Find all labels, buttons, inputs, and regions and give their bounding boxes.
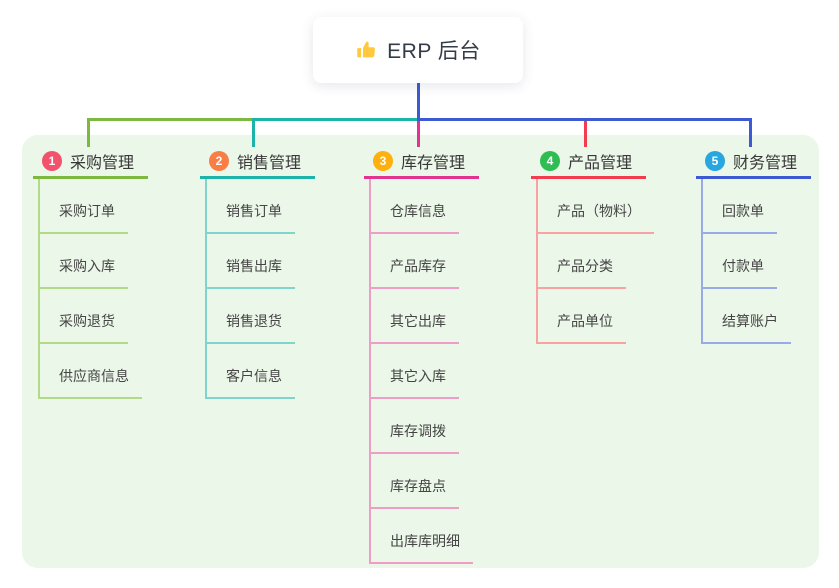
branch-number-badge: 4: [540, 150, 560, 171]
branch-children: 销售订单 销售出库 销售退货 客户信息: [205, 179, 370, 399]
child-label: 采购入库: [40, 256, 128, 289]
branch-number-badge: 1: [42, 150, 62, 171]
branch-label: 财务管理: [733, 154, 798, 172]
connector-drop-branch-3: [417, 118, 420, 147]
branch-label: 采购管理: [70, 154, 135, 172]
branch-children: 仓库信息 产品库存 其它出库 其它入库 库存调拨: [369, 179, 534, 564]
child-node[interactable]: 采购订单: [40, 179, 203, 234]
branch-finance: 5 财务管理 回款单 付款单 结算账户: [696, 148, 839, 344]
child-node[interactable]: 产品单位: [538, 289, 701, 344]
branch-underline: [200, 176, 315, 179]
connector-drop-branch-4: [584, 118, 587, 147]
connector-drop-branch-5: [749, 118, 752, 147]
child-label: 客户信息: [207, 366, 295, 399]
child-node[interactable]: 结算账户: [703, 289, 839, 344]
branch-node[interactable]: 3 库存管理: [364, 148, 534, 173]
branch-node[interactable]: 4 产品管理: [531, 148, 701, 173]
child-label: 采购订单: [40, 201, 128, 234]
child-node[interactable]: 仓库信息: [371, 179, 534, 234]
child-label: 销售出库: [207, 256, 295, 289]
child-node[interactable]: 销售出库: [207, 234, 370, 289]
branch-label: 销售管理: [237, 154, 302, 172]
child-node[interactable]: 付款单: [703, 234, 839, 289]
connector-bar-teal: [252, 118, 419, 121]
child-label: 产品单位: [538, 311, 626, 344]
thumbs-up-icon: [355, 39, 377, 61]
connector-drop-branch-2: [252, 118, 255, 147]
child-label: 库存调拨: [371, 421, 459, 454]
branch-number-badge: 2: [209, 150, 229, 171]
child-node[interactable]: 库存盘点: [371, 454, 534, 509]
child-node[interactable]: 产品（物料）: [538, 179, 701, 234]
child-label: 结算账户: [703, 311, 791, 344]
child-node[interactable]: 供应商信息: [40, 344, 203, 399]
branch-product: 4 产品管理 产品（物料） 产品分类 产品单位: [531, 148, 701, 344]
root-title: ERP 后台: [387, 40, 481, 63]
child-label: 采购退货: [40, 311, 128, 344]
branch-purchase: 1 采购管理 采购订单 采购入库 采购退货 供应商信息: [33, 148, 203, 399]
branch-underline: [531, 176, 646, 179]
child-node[interactable]: 库存调拨: [371, 399, 534, 454]
branch-underline: [33, 176, 148, 179]
child-node[interactable]: 其它出库: [371, 289, 534, 344]
child-label: 付款单: [703, 256, 777, 289]
child-node[interactable]: 其它入库: [371, 344, 534, 399]
branch-sales: 2 销售管理 销售订单 销售出库 销售退货 客户信息: [200, 148, 370, 399]
connector-bar-green: [87, 118, 254, 121]
child-label: 产品库存: [371, 256, 459, 289]
branch-children: 回款单 付款单 结算账户: [701, 179, 839, 344]
child-node[interactable]: 回款单: [703, 179, 839, 234]
branch-node[interactable]: 1 采购管理: [33, 148, 203, 173]
connector-bar-blue: [417, 118, 752, 121]
child-label: 供应商信息: [40, 366, 142, 399]
child-node[interactable]: 采购退货: [40, 289, 203, 344]
child-label: 出库库明细: [371, 531, 473, 564]
child-label: 其它入库: [371, 366, 459, 399]
branch-underline: [364, 176, 479, 179]
child-node[interactable]: 销售订单: [207, 179, 370, 234]
child-label: 销售订单: [207, 201, 295, 234]
branch-node[interactable]: 5 财务管理: [696, 148, 839, 173]
child-label: 产品分类: [538, 256, 626, 289]
child-node[interactable]: 客户信息: [207, 344, 370, 399]
child-node[interactable]: 产品分类: [538, 234, 701, 289]
root-node[interactable]: ERP 后台: [313, 17, 523, 83]
branch-children: 采购订单 采购入库 采购退货 供应商信息: [38, 179, 203, 399]
branch-node[interactable]: 2 销售管理: [200, 148, 370, 173]
branches-panel: [22, 135, 819, 568]
child-label: 其它出库: [371, 311, 459, 344]
branch-inventory: 3 库存管理 仓库信息 产品库存 其它出库 其它入库: [364, 148, 534, 564]
connector-root-stem: [417, 83, 420, 121]
branch-number-badge: 5: [705, 150, 725, 171]
child-label: 回款单: [703, 201, 777, 234]
child-label: 产品（物料）: [538, 201, 654, 234]
child-node[interactable]: 出库库明细: [371, 509, 534, 564]
child-label: 库存盘点: [371, 476, 459, 509]
branch-children: 产品（物料） 产品分类 产品单位: [536, 179, 701, 344]
child-node[interactable]: 产品库存: [371, 234, 534, 289]
child-label: 仓库信息: [371, 201, 459, 234]
connector-drop-branch-1: [87, 118, 90, 147]
child-label: 销售退货: [207, 311, 295, 344]
branch-number-badge: 3: [373, 150, 393, 171]
branch-underline: [696, 176, 811, 179]
child-node[interactable]: 采购入库: [40, 234, 203, 289]
branch-label: 产品管理: [568, 154, 633, 172]
branch-label: 库存管理: [401, 154, 466, 172]
child-node[interactable]: 销售退货: [207, 289, 370, 344]
